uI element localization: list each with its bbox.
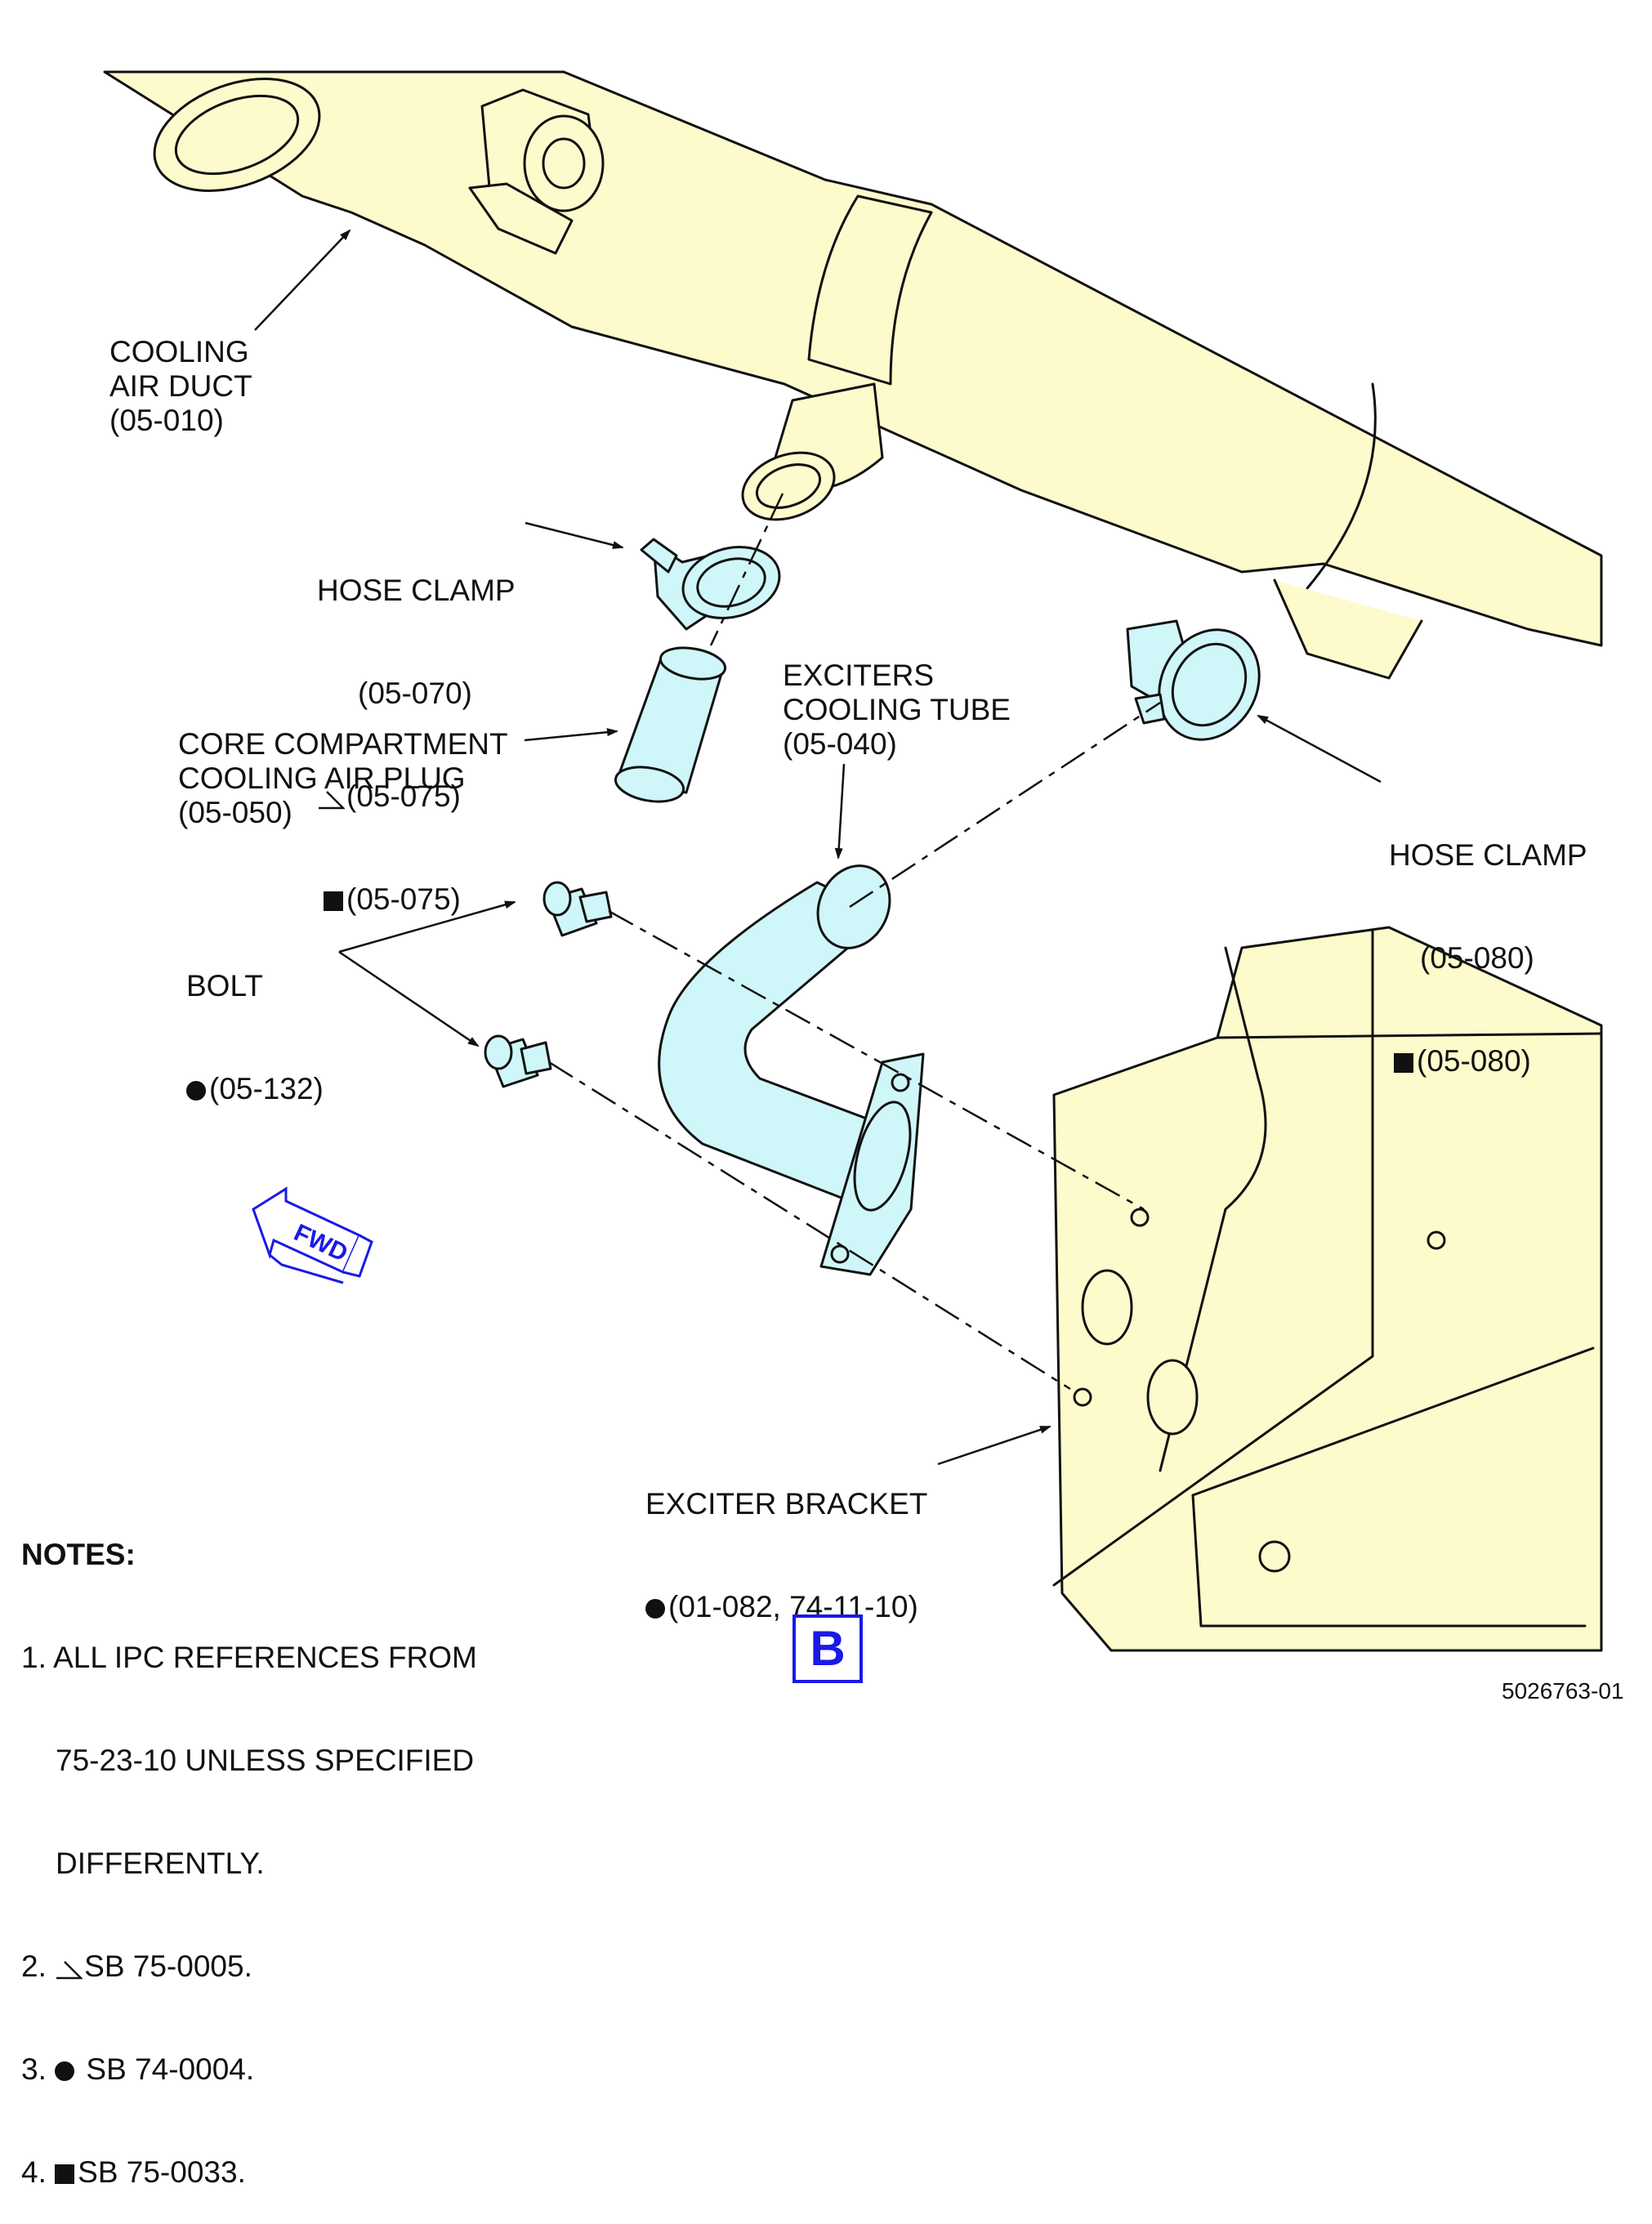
bolt-upper-part — [542, 881, 613, 937]
leader-lines — [254, 229, 1382, 1466]
note-3: 3. SB 74-0004. — [21, 2052, 255, 2086]
drawing-number: 5026763-01 — [1502, 1678, 1624, 1704]
square-note-icon — [324, 891, 343, 911]
label-exciter-bracket: EXCITER BRACKET (01-082, 74-11-10) — [645, 1487, 928, 1623]
triangle-note-icon — [319, 791, 345, 810]
circle-note-icon — [186, 1081, 206, 1101]
exciter-bracket-part — [1052, 926, 1603, 1652]
assembly-centerlines — [548, 493, 1161, 1391]
triangle-note-icon — [56, 1961, 83, 1980]
exploded-view-illustration: FWD — [103, 70, 1603, 1652]
note-2: 2. SB 75-0005. — [21, 1949, 252, 1983]
notes-block: NOTES: 1. ALL IPC REFERENCES FROM 75-23-… — [21, 1538, 477, 2189]
square-note-icon — [55, 2164, 75, 2184]
square-note-icon — [1394, 1053, 1413, 1073]
label-hose-clamp-b: HOSE CLAMP (05-080) (05-080) — [1389, 838, 1587, 1078]
label-bolt: BOLT (05-132) — [186, 969, 324, 1105]
hose-clamp-a-part — [640, 538, 781, 631]
view-letter-box: B — [793, 1614, 863, 1683]
circle-note-icon — [645, 1599, 665, 1619]
label-hose-clamp-a: HOSE CLAMP (05-070) (05-075) (05-075) — [317, 574, 516, 916]
hose-clamp-b-part — [1126, 619, 1261, 741]
core-compartment-plug-part — [614, 646, 727, 803]
note-4: 4. SB 75-0033. — [21, 2155, 246, 2189]
note-1: 1. ALL IPC REFERENCES FROM — [21, 1641, 477, 1674]
cooling-air-duct-part — [103, 70, 1603, 680]
notes-title: NOTES: — [21, 1538, 136, 1571]
circle-note-icon — [55, 2061, 75, 2081]
exciters-cooling-tube-part — [658, 864, 925, 1276]
forward-direction-arrow: FWD — [252, 1186, 373, 1284]
bolt-lower-part — [484, 1034, 552, 1088]
